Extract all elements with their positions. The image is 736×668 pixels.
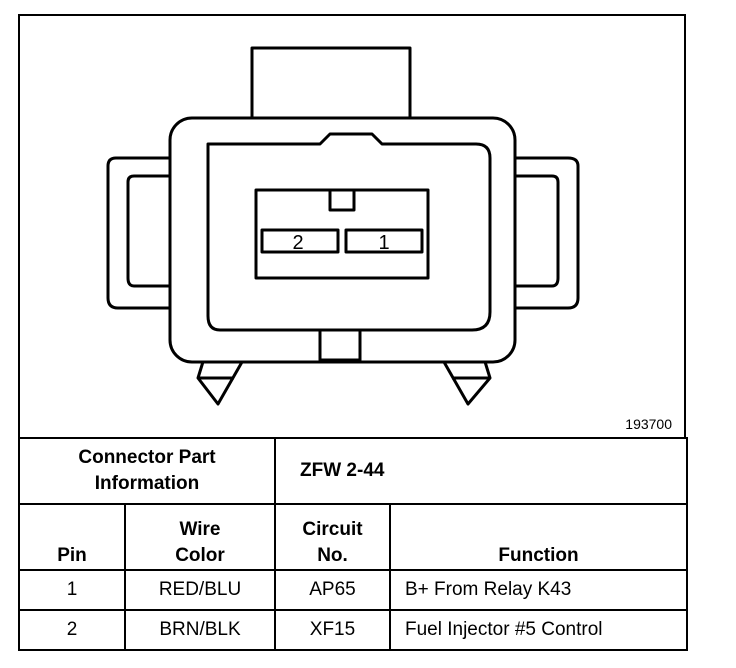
pin-cell: 2 [18, 609, 126, 651]
right-foot [442, 351, 492, 406]
terminal-slot-2 [260, 228, 340, 254]
terminal-slot-1 [344, 228, 424, 254]
connector-info-table: Connector Part Information ZFW 2-44 Pin … [18, 437, 689, 651]
function-cell: Fuel Injector #5 Control [388, 609, 689, 651]
pin-cell: 1 [18, 569, 126, 611]
circuit-cell: AP65 [274, 569, 391, 611]
pin-label-1: 1 [378, 232, 389, 254]
circuit-cell: XF15 [274, 609, 391, 651]
function-cell: B+ From Relay K43 [388, 569, 689, 611]
connector-part-value: ZFW 2-44 [273, 437, 689, 505]
connector-part-label: Connector Part Information [18, 437, 276, 505]
connector-diagram: 2 1 193700 [18, 14, 686, 438]
left-ear [106, 156, 170, 310]
table-row: 1 RED/BLU AP65 B+ From Relay K43 [18, 569, 689, 611]
col-function: Function [388, 503, 689, 571]
connector-part-row: Connector Part Information ZFW 2-44 [18, 437, 689, 505]
pin-label-2: 2 [292, 232, 303, 254]
right-ear [515, 156, 580, 310]
wire-color-cell: RED/BLU [124, 569, 276, 611]
figure-id: 193700 [625, 416, 672, 432]
top-latch [250, 46, 412, 120]
table-row: 2 BRN/BLK XF15 Fuel Injector #5 Control [18, 609, 689, 651]
connector-face-drawing: 2 1 [106, 46, 580, 406]
col-pin: Pin [18, 503, 126, 571]
left-foot [196, 351, 244, 406]
wire-color-cell: BRN/BLK [124, 609, 276, 651]
